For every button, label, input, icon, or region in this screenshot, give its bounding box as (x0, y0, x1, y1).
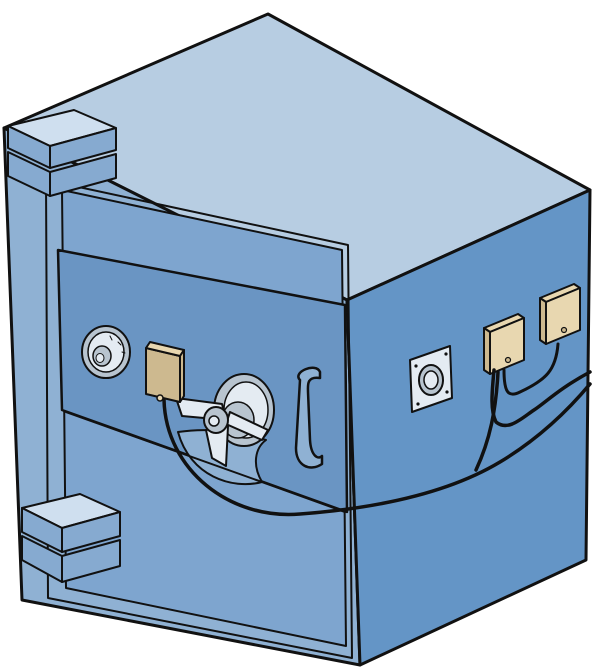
sensor-cables (162, 342, 592, 517)
door-hinge-bottom (21, 493, 121, 583)
pull-handle (294, 366, 324, 469)
side-sensor-module-left (483, 313, 525, 375)
side-sensor-module-right (539, 283, 581, 345)
door-split-line (65, 411, 346, 513)
spoke-handle (175, 373, 275, 467)
lock-plate (56, 248, 349, 514)
door-frame (45, 179, 353, 659)
safe-side-face (345, 188, 592, 667)
side-connector-plate (409, 345, 453, 413)
door-sensor-module (145, 341, 185, 403)
safe-body (2, 12, 592, 667)
combination-dial (81, 325, 131, 379)
door-hinge-top (7, 109, 117, 197)
